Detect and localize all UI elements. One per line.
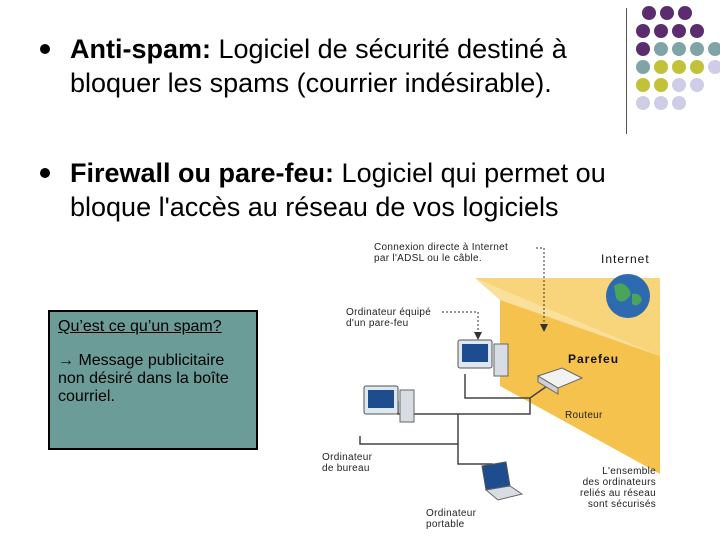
label-line: des ordinateurs (582, 477, 656, 488)
arrow-head (474, 332, 482, 340)
label-ordinateur-bureau: Ordinateur de bureau (322, 452, 372, 474)
network-cable (397, 398, 531, 415)
bullet-anti-spam: Anti-spam: Logiciel de sécurité destiné … (70, 32, 567, 100)
bullet-dot (40, 168, 50, 178)
decor-dot (672, 78, 686, 92)
decor-dot (678, 6, 692, 20)
decor-dot (642, 6, 656, 20)
decor-dot (654, 78, 668, 92)
tower-icon (493, 343, 509, 377)
bullet-term: Anti-spam: (70, 34, 211, 64)
decor-dot (636, 24, 650, 38)
label-line: de bureau (322, 463, 370, 474)
decor-dot (672, 42, 686, 56)
label-connexion: Connexion directe à Internet par l'ADSL … (374, 242, 508, 264)
bullet-term: Firewall ou pare-feu: (70, 158, 335, 188)
decor-dot (672, 96, 686, 110)
globe-land (614, 283, 631, 302)
label-ordinateur-portable: Ordinateur portable (426, 508, 476, 530)
label-ordinateur-pare-feu: Ordinateur équipé d'un pare-feu (346, 307, 431, 329)
bullet-text: Logiciel qui permet ou (334, 158, 606, 188)
label-internet: Internet (601, 252, 650, 266)
decor-dot (636, 60, 650, 74)
callout-answer: → Message publicitaire non désiré dans l… (58, 352, 254, 406)
decor-dot (708, 42, 720, 56)
decor-dot (636, 78, 650, 92)
decor-dot (654, 24, 668, 38)
decor-dot (654, 96, 668, 110)
decor-dot (636, 42, 650, 56)
decorative-divider (626, 8, 627, 134)
decor-dot (636, 96, 650, 110)
spam-callout-box: Qu’est ce qu’un spam? → Message publicit… (48, 310, 258, 450)
bullet-text: bloque l'accès au réseau de vos logiciel… (70, 192, 559, 222)
network-cable (359, 414, 459, 445)
label-line: sont sécurisés (587, 499, 656, 510)
label-line: Ordinateur (322, 452, 373, 463)
monitor-screen (368, 390, 394, 408)
label-ensemble: L'ensemble des ordinateurs reliés au rés… (572, 466, 656, 510)
decor-dot (708, 60, 720, 74)
label-line: Ordinateur équipé (346, 307, 432, 318)
globe-land (632, 293, 642, 306)
label-routeur: Routeur (565, 410, 603, 421)
decor-dot (654, 42, 668, 56)
decor-dot (672, 24, 686, 38)
laptop-keyboard (484, 485, 524, 501)
bullet-text: Logiciel de sécurité destiné à (211, 34, 567, 64)
decor-dot (690, 42, 704, 56)
decor-dot (690, 24, 704, 38)
decor-dot (660, 6, 674, 20)
bullet-text: bloquer les spams (courrier indésirable)… (70, 68, 552, 98)
arrow-right-icon: → (58, 352, 74, 369)
decorative-dot-grid (636, 6, 720, 138)
label-line: par l'ADSL ou le câble. (374, 253, 482, 264)
laptop-icon (481, 461, 511, 491)
label-line: Connexion directe à Internet (374, 242, 509, 253)
router-side (537, 375, 559, 395)
decor-dot (690, 60, 704, 74)
monitor-screen (462, 344, 488, 362)
label-line: Ordinateur (426, 508, 477, 519)
label-line: L'ensemble (602, 466, 656, 477)
bullet-firewall: Firewall ou pare-feu: Logiciel qui perme… (70, 156, 606, 224)
decor-dot (690, 78, 704, 92)
firewall-wall-front (500, 300, 660, 474)
label-parefeu: Parefeu (568, 352, 620, 366)
label-line: reliés au réseau (580, 488, 656, 499)
arrow-head (540, 324, 548, 332)
decor-dot (672, 60, 686, 74)
callout-question: Qu’est ce qu’un spam? (58, 318, 222, 335)
callout-answer-text: Message publicitaire non désiré dans la … (58, 352, 229, 405)
tower-icon (399, 389, 415, 423)
label-line: portable (426, 519, 465, 530)
decor-dot (654, 60, 668, 74)
label-line: d'un pare-feu (346, 318, 409, 329)
bullet-dot (40, 44, 50, 54)
firewall-diagram (359, 247, 660, 501)
network-cable (464, 374, 551, 399)
